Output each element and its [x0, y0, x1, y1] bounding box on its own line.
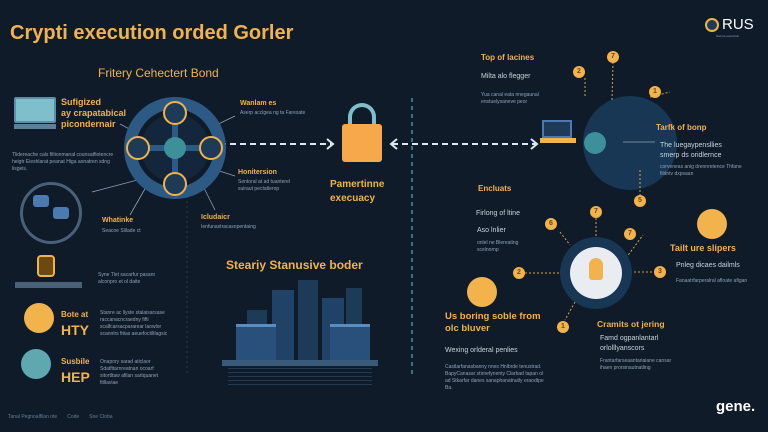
intro-line: picondernair	[61, 119, 116, 129]
step-node: 6	[545, 218, 557, 230]
laptop-base	[540, 138, 576, 143]
step-node: 2	[573, 66, 585, 78]
footer-item[interactable]: Code	[67, 414, 80, 420]
item-code: HEP	[61, 369, 90, 385]
hub-label-body: Sentoral at ad tuanterel suiraut pectatl…	[238, 179, 290, 192]
lightbulb-icon	[589, 258, 603, 280]
lock-caption: Pamertinne execuacy	[330, 178, 384, 206]
globe-icon	[21, 349, 51, 379]
logo: RUS	[705, 16, 754, 33]
coin-icon	[24, 303, 54, 333]
step-node: 1	[649, 86, 661, 98]
monitor-icon	[14, 97, 56, 123]
lock-shackle	[348, 103, 376, 133]
wallet-icon	[467, 277, 497, 307]
footer-item[interactable]: Tanal Pegnoalfilan ote	[8, 414, 58, 420]
left-intro: Sufigized ay crapatabical picondernair	[61, 97, 126, 130]
hub-label-body: Seacoe Slilade ct	[102, 228, 141, 234]
item-label: Susbile	[61, 357, 90, 366]
logo-text: RUS	[722, 16, 754, 33]
task-body: The luegaypensllies smerp ds oridlernce	[660, 141, 722, 161]
task-small: corveneas anig drennretence Thfane fildn…	[660, 164, 742, 177]
top-sub: Milta alo flegger	[481, 73, 531, 80]
cram-small: Frantarfarseaantariaiane cansar ihaen pr…	[600, 358, 672, 371]
left-heading: Fritery Cehectert Bond	[98, 66, 219, 80]
lock-caption-line: Pamertinne	[330, 179, 385, 190]
intro-line: ay crapatabical	[61, 108, 127, 118]
badge-icon	[37, 255, 55, 277]
hub-label-title: Honitersion	[238, 169, 277, 176]
monitor-stand	[14, 124, 56, 129]
logo-emblem-icon	[705, 17, 719, 32]
enc-heading: Encluats	[478, 184, 512, 193]
item-body: Stanre ac llyste stalaisarsase raccanacn…	[100, 310, 168, 337]
step-node: 5	[634, 195, 646, 207]
hub-label-title: Icludaicr	[201, 214, 230, 221]
cycle-icon	[20, 182, 82, 244]
item-body: Onapory sarad aticlaor Sdatfitarnreatnan…	[100, 359, 159, 386]
security-emblem-icon	[584, 132, 606, 154]
us-heading-line: olc bluver	[445, 323, 490, 334]
tail-item: Pnleg dicaes dailmls	[676, 262, 740, 269]
hub-label-body: Aserp acclgea ng ta Faresate	[240, 110, 306, 116]
us-heading: Us boring soble from olc bluver	[445, 311, 541, 335]
lock-icon	[342, 124, 382, 162]
badge-bar	[15, 282, 82, 288]
hub-node-icon	[199, 136, 223, 160]
us-heading-line: Us boring soble from	[445, 311, 541, 322]
step-node: 1	[557, 321, 569, 333]
task-body-line: smerp ds oridlernce	[660, 152, 722, 159]
footer-item[interactable]: Sne Cloba	[89, 414, 113, 420]
footer: Tanal Pegnoalfilan ote Code Sne Cloba	[8, 414, 113, 420]
lock-caption-line: execuacy	[330, 193, 376, 204]
cram-body-line: Famd ogpanlantarl	[600, 335, 659, 342]
city-heading: Steariy Stanusive boder	[226, 258, 363, 272]
hub-label-title: Wanlam es	[240, 100, 277, 107]
step-node: 2	[513, 267, 525, 279]
hub-node-icon	[163, 101, 187, 125]
top-body: Yua canal eata nnegaunal enstuelysaneve …	[481, 92, 539, 105]
tail-item: Fanaatrfarperalral afloate afigan	[676, 278, 748, 284]
step-node: 7	[590, 206, 602, 218]
cram-body: Famd ogpanlantarl orlolllyanscors	[600, 334, 658, 354]
hub-label-body: Ienfunastracasnpentaing	[201, 224, 256, 230]
top-heading: Top of lacines	[481, 53, 535, 62]
enc-item: Aso lnlier	[477, 227, 506, 234]
hub-node-icon	[126, 136, 150, 160]
step-node: 3	[654, 266, 666, 278]
hub-center-icon	[164, 137, 186, 159]
logo-tagline: Secure execution	[716, 34, 740, 38]
city-skyline-icon	[222, 280, 378, 392]
step-node: 7	[607, 51, 619, 63]
item-code: HTY	[61, 322, 89, 338]
wex-body: Castlarfanasbanny nnes Hnlbrde tenustrad…	[445, 364, 544, 391]
page-title: Crypti execution orded Gorler	[10, 22, 294, 44]
enc-item: Firlong of ltine	[476, 210, 520, 217]
cram-body-line: orlolllyanscors	[600, 345, 645, 352]
tail-heading: Tailt ure slipers	[670, 243, 736, 253]
intro-line: Sufigized	[61, 97, 101, 107]
step-node: 7	[624, 228, 636, 240]
intro-body: Tlidereache cals filtionmanal counsatfio…	[12, 152, 114, 172]
upload-icon	[697, 209, 727, 239]
wex-heading: Wexing orlderal penlies	[445, 347, 518, 354]
item-label: Bote at	[61, 310, 89, 319]
enc-small: onlel ne Blereating scelnornp	[477, 240, 519, 253]
brand-logo: gene.	[716, 398, 756, 415]
badge-body: Syne Tlet sacarfur pasanr alconpro et ol…	[98, 272, 156, 285]
cram-heading: Cramits ot jering	[597, 319, 665, 329]
task-body-line: The luegaypensllies	[660, 142, 722, 149]
hub-label-title: Whatinke	[102, 217, 134, 224]
hub-node-icon	[163, 172, 187, 196]
laptop-icon	[542, 120, 572, 138]
task-heading: Tarfk of bonp	[656, 123, 707, 132]
